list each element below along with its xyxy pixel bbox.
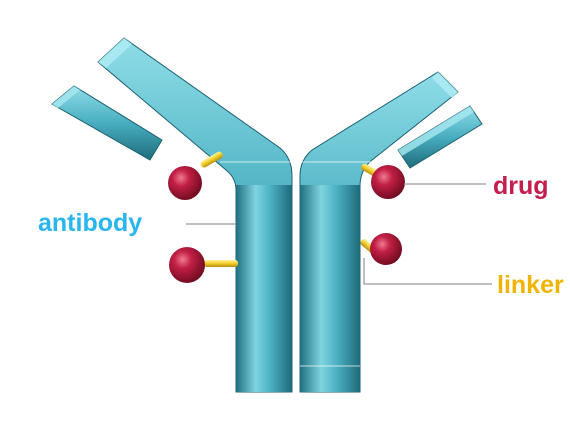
linker-label: linker (497, 271, 564, 299)
antibody-label: antibody (38, 209, 142, 237)
drug-label: drug (493, 172, 549, 200)
linker-rod-lower-left (204, 260, 238, 267)
drug-sphere-lower-right (370, 233, 402, 265)
drug-sphere-upper-left (168, 166, 202, 200)
drug-sphere-lower-left (169, 247, 205, 283)
drug-sphere-upper-right (371, 165, 405, 199)
